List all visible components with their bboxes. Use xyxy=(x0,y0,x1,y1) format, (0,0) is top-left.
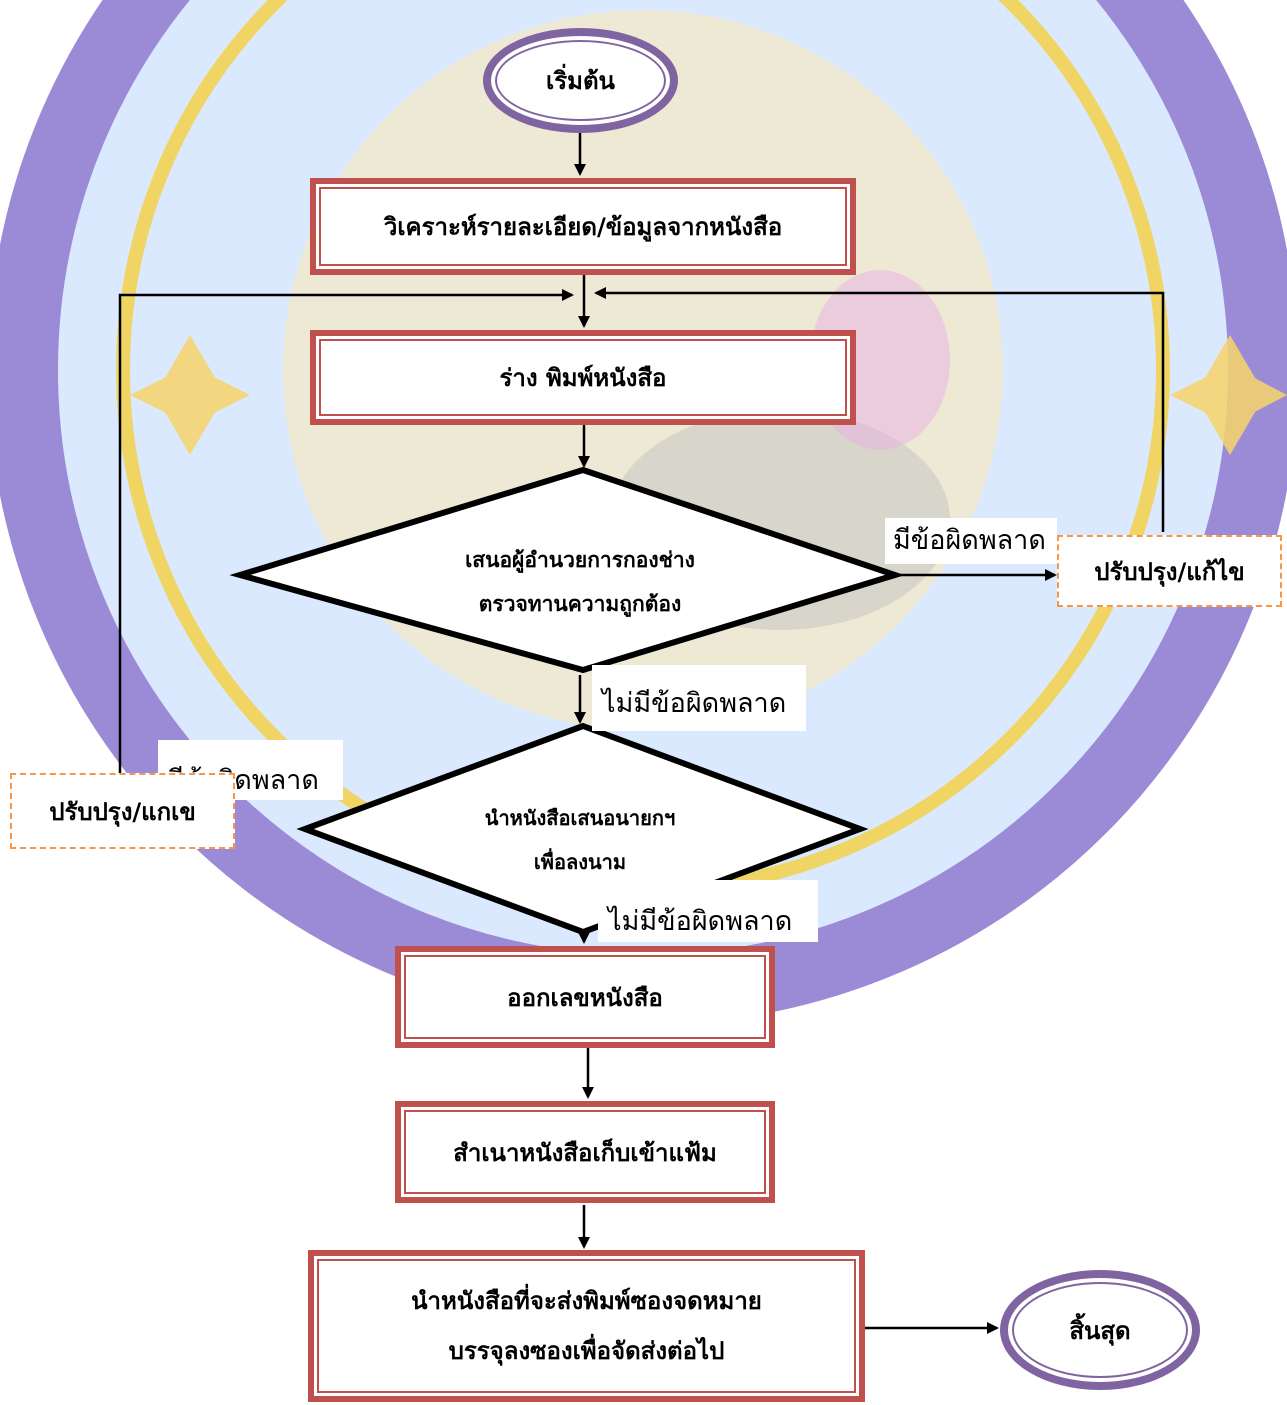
decision-sign-line-1: นำหนังสือเสนอนายกฯ xyxy=(484,806,676,830)
decision-review-line-1: เสนอผู้อำนวยการกองช่าง xyxy=(465,548,695,572)
end-terminal: สิ้นสุด xyxy=(1000,1270,1200,1390)
label-error-right: มีข้อผิดพลาด xyxy=(885,518,1057,564)
process-send-line-2: บรรจุลงซองเพื่อจัดส่งต่อไป xyxy=(448,1337,725,1365)
label-no-error-2: ไม่มีข้อผิดพลาด xyxy=(598,880,818,942)
decision-sign-line-2: เพื่อลงนาม xyxy=(533,850,627,874)
fix-box-right: ปรับปรุง/แก้ไข xyxy=(1057,535,1282,607)
label-no-error-1: ไม่มีข้อผิดพลาด xyxy=(592,665,806,731)
decision-review-text: เสนอผู้อำนวยการกองช่าง ตรวจทานความถูกต้อ… xyxy=(380,538,780,626)
decision-review-line-2: ตรวจทานความถูกต้อง xyxy=(478,592,682,616)
process-number-label: ออกเลขหนังสือ xyxy=(404,955,766,1039)
process-copy: สำเนาหนังสือเก็บเข้าแฟ้ม xyxy=(395,1101,775,1203)
process-analyze-label: วิเคราะห์รายละเอียด/ข้อมูลจากหนังสือ xyxy=(319,187,847,266)
decision-sign-text: นำหนังสือเสนอนายกฯ เพื่อลงนาม xyxy=(410,796,750,884)
process-copy-label: สำเนาหนังสือเก็บเข้าแฟ้ม xyxy=(404,1110,766,1194)
process-send-line-1: นำหนังสือที่จะส่งพิมพ์ซองจดหมาย xyxy=(411,1287,762,1315)
decision-review-diamond xyxy=(229,466,905,674)
loop-fix-left-to-draft xyxy=(118,289,574,790)
process-draft-label: ร่าง พิมพ์หนังสือ xyxy=(319,339,847,416)
start-label: เริ่มต้น xyxy=(495,40,666,121)
process-send: นำหนังสือที่จะส่งพิมพ์ซองจดหมาย บรรจุลงซ… xyxy=(308,1250,865,1402)
process-number: ออกเลขหนังสือ xyxy=(395,946,775,1048)
process-draft: ร่าง พิมพ์หนังสือ xyxy=(310,330,856,425)
process-send-text: นำหนังสือที่จะส่งพิมพ์ซองจดหมาย บรรจุลงซ… xyxy=(317,1259,856,1393)
end-label: สิ้นสุด xyxy=(1012,1282,1188,1378)
fix-box-left: ปรับปรุง/แกเข xyxy=(10,773,235,849)
loop-fix-right-to-draft xyxy=(594,287,1165,532)
process-analyze: วิเคราะห์รายละเอียด/ข้อมูลจากหนังสือ xyxy=(310,178,856,275)
start-terminal: เริ่มต้น xyxy=(483,28,678,133)
